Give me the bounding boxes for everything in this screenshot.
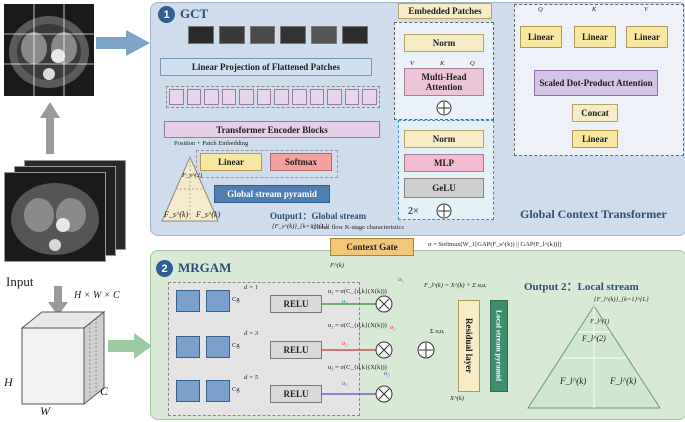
cg-2: Cg [232, 342, 240, 349]
pyr-fl2-label: F_l^(2) [582, 334, 606, 343]
linear-softmax-group [196, 150, 338, 178]
alpha1-label: α₁ [398, 276, 404, 283]
multiply-icon-1 [375, 295, 393, 313]
pyr-fl-left: F_l^(k) [560, 376, 587, 386]
d1-label: d = 1 [244, 284, 259, 291]
pyr-fl1-label: F_l^(1) [590, 318, 610, 325]
relu-3: RELU [270, 385, 322, 403]
relu-2: RELU [270, 341, 322, 359]
encoder-repeat: 2× [408, 206, 419, 217]
cg-1: Cg [232, 296, 240, 303]
output1-label: Output1：Global stream [270, 211, 367, 221]
pyr-top-label: F_s^(2) [182, 172, 203, 179]
attn-k: K [592, 6, 597, 13]
branch-arrows [322, 303, 376, 395]
cube-w-label: W [40, 404, 50, 418]
u1-label: u₁ [342, 298, 348, 305]
sum-label: Σ αᵢuᵢ [430, 328, 445, 335]
pyr-fl-right: F_l^(k) [610, 376, 637, 386]
global-k-stage-label: Global flow K-stage characteristics [312, 224, 404, 231]
gct-badge: 1 [158, 6, 175, 23]
arrow-right-icon [96, 30, 150, 56]
global-stream-pyramid: Global stream pyramid [214, 185, 330, 203]
conv-kernel-3 [176, 336, 200, 358]
attn-linear-k: Linear [574, 26, 616, 48]
cg-3: Cg [232, 386, 240, 393]
qkv-v: V [410, 60, 414, 67]
gct-title: GCT [180, 6, 209, 21]
local-stream-pyramid: Local stream pyramid [490, 300, 508, 392]
mrgam-badge: 2 [156, 260, 173, 277]
embedded-patches: Embedded Patches [398, 3, 492, 19]
conv-kernel-3b [206, 336, 230, 358]
position-embedding-label: Position + Patch Embedding [174, 140, 249, 147]
qkv-q: Q [470, 60, 475, 67]
gct-softmax: Softmax [270, 153, 332, 171]
patch-strip [188, 26, 368, 44]
d5-label: d = 5 [244, 374, 259, 381]
gct-caption: Global Context Transformer [520, 207, 667, 221]
arrow-down-icon [48, 286, 68, 316]
encoder-gelu: GeLU [404, 178, 484, 198]
output2-label: Output 2：Local stream [524, 281, 639, 293]
arrow-right-green-icon [108, 333, 152, 359]
u3-label: u₃ [342, 380, 348, 387]
fl-formula: F_l^(k) = X^(k) + Σ αᵢuᵢ [424, 282, 487, 289]
xk-label: X^(k) [450, 395, 464, 402]
relu-1: RELU [270, 295, 322, 313]
transformer-encoder-blocks: Transformer Encoder Blocks [164, 121, 380, 138]
context-gate: Context Gate [330, 238, 414, 256]
token-row [166, 86, 380, 108]
attn-concat: Concat [572, 104, 618, 122]
sum-icon [417, 341, 435, 359]
qkv-k: K [440, 60, 445, 67]
u3-eq: u₃ = σ(C_{d,k}(X(k))) [328, 364, 387, 371]
conv-kernel-1b [206, 290, 230, 312]
linear-projection: Linear Projection of Flattened Patches [160, 58, 372, 76]
pyr-fs-left: F_s^(k) [164, 210, 189, 219]
conv-kernel-5b [206, 380, 230, 402]
conv-kernel-5 [176, 380, 200, 402]
attn-linear-v: Linear [626, 26, 668, 48]
multiply-icon-3 [375, 385, 393, 403]
u1-eq: u₁ = σ(C_{d,k}(X(k))) [328, 288, 387, 295]
attn-v: V [644, 6, 648, 13]
alpha2-label: α₂ [390, 324, 396, 331]
residual-layer: Residual layer [458, 300, 480, 392]
arrow-up-icon [40, 102, 60, 154]
add-icon [436, 100, 452, 116]
output2-set: {F_l^(k)}_{k=1}^{L} [594, 296, 649, 303]
attn-linear-out: Linear [572, 130, 618, 148]
multiply-icon-2 [375, 341, 393, 359]
ct-scan-top [4, 4, 94, 96]
conv-kernel-1 [176, 290, 200, 312]
output1-set: {F_s^(k)}_{k=1}^{L} [272, 223, 328, 230]
u2-eq: u₂ = σ(C_{d,k}(X(k))) [328, 322, 387, 329]
gct-linear: Linear [200, 153, 262, 171]
encoder-norm-2: Norm [404, 130, 484, 148]
feature-cube [20, 310, 106, 406]
encoder-norm-1: Norm [404, 34, 484, 52]
alpha-formula: α = Softmax(W_1[GAP(F_s^(k)) || GAP(F_l^… [428, 241, 562, 248]
input-label: Input [6, 274, 34, 289]
dimension-label: H × W × C [74, 290, 120, 301]
attn-q: Q [538, 6, 543, 13]
multi-head-attention: Multi-Head Attention [404, 68, 484, 96]
local-pyramid-icon [527, 305, 661, 409]
add-icon-2 [436, 203, 452, 219]
encoder-mlp: MLP [404, 154, 484, 172]
ct-scan-stack [4, 160, 134, 262]
u2-label: u₂ [342, 340, 348, 347]
pyr-fs-right: F_s^(k) [196, 210, 221, 219]
global-pyramid-icon [161, 155, 219, 222]
attn-linear-q: Linear [520, 26, 562, 48]
alpha3-label: α₃ [384, 370, 390, 377]
fk-label: F^(k) [330, 262, 344, 269]
d3-label: d = 3 [244, 330, 259, 337]
cube-h-label: H [4, 375, 13, 389]
cube-c-label: C [100, 384, 109, 398]
scaled-dot-product-attention: Scaled Dot-Product Attention [534, 70, 658, 96]
mrgam-title: MRGAM [178, 260, 232, 275]
